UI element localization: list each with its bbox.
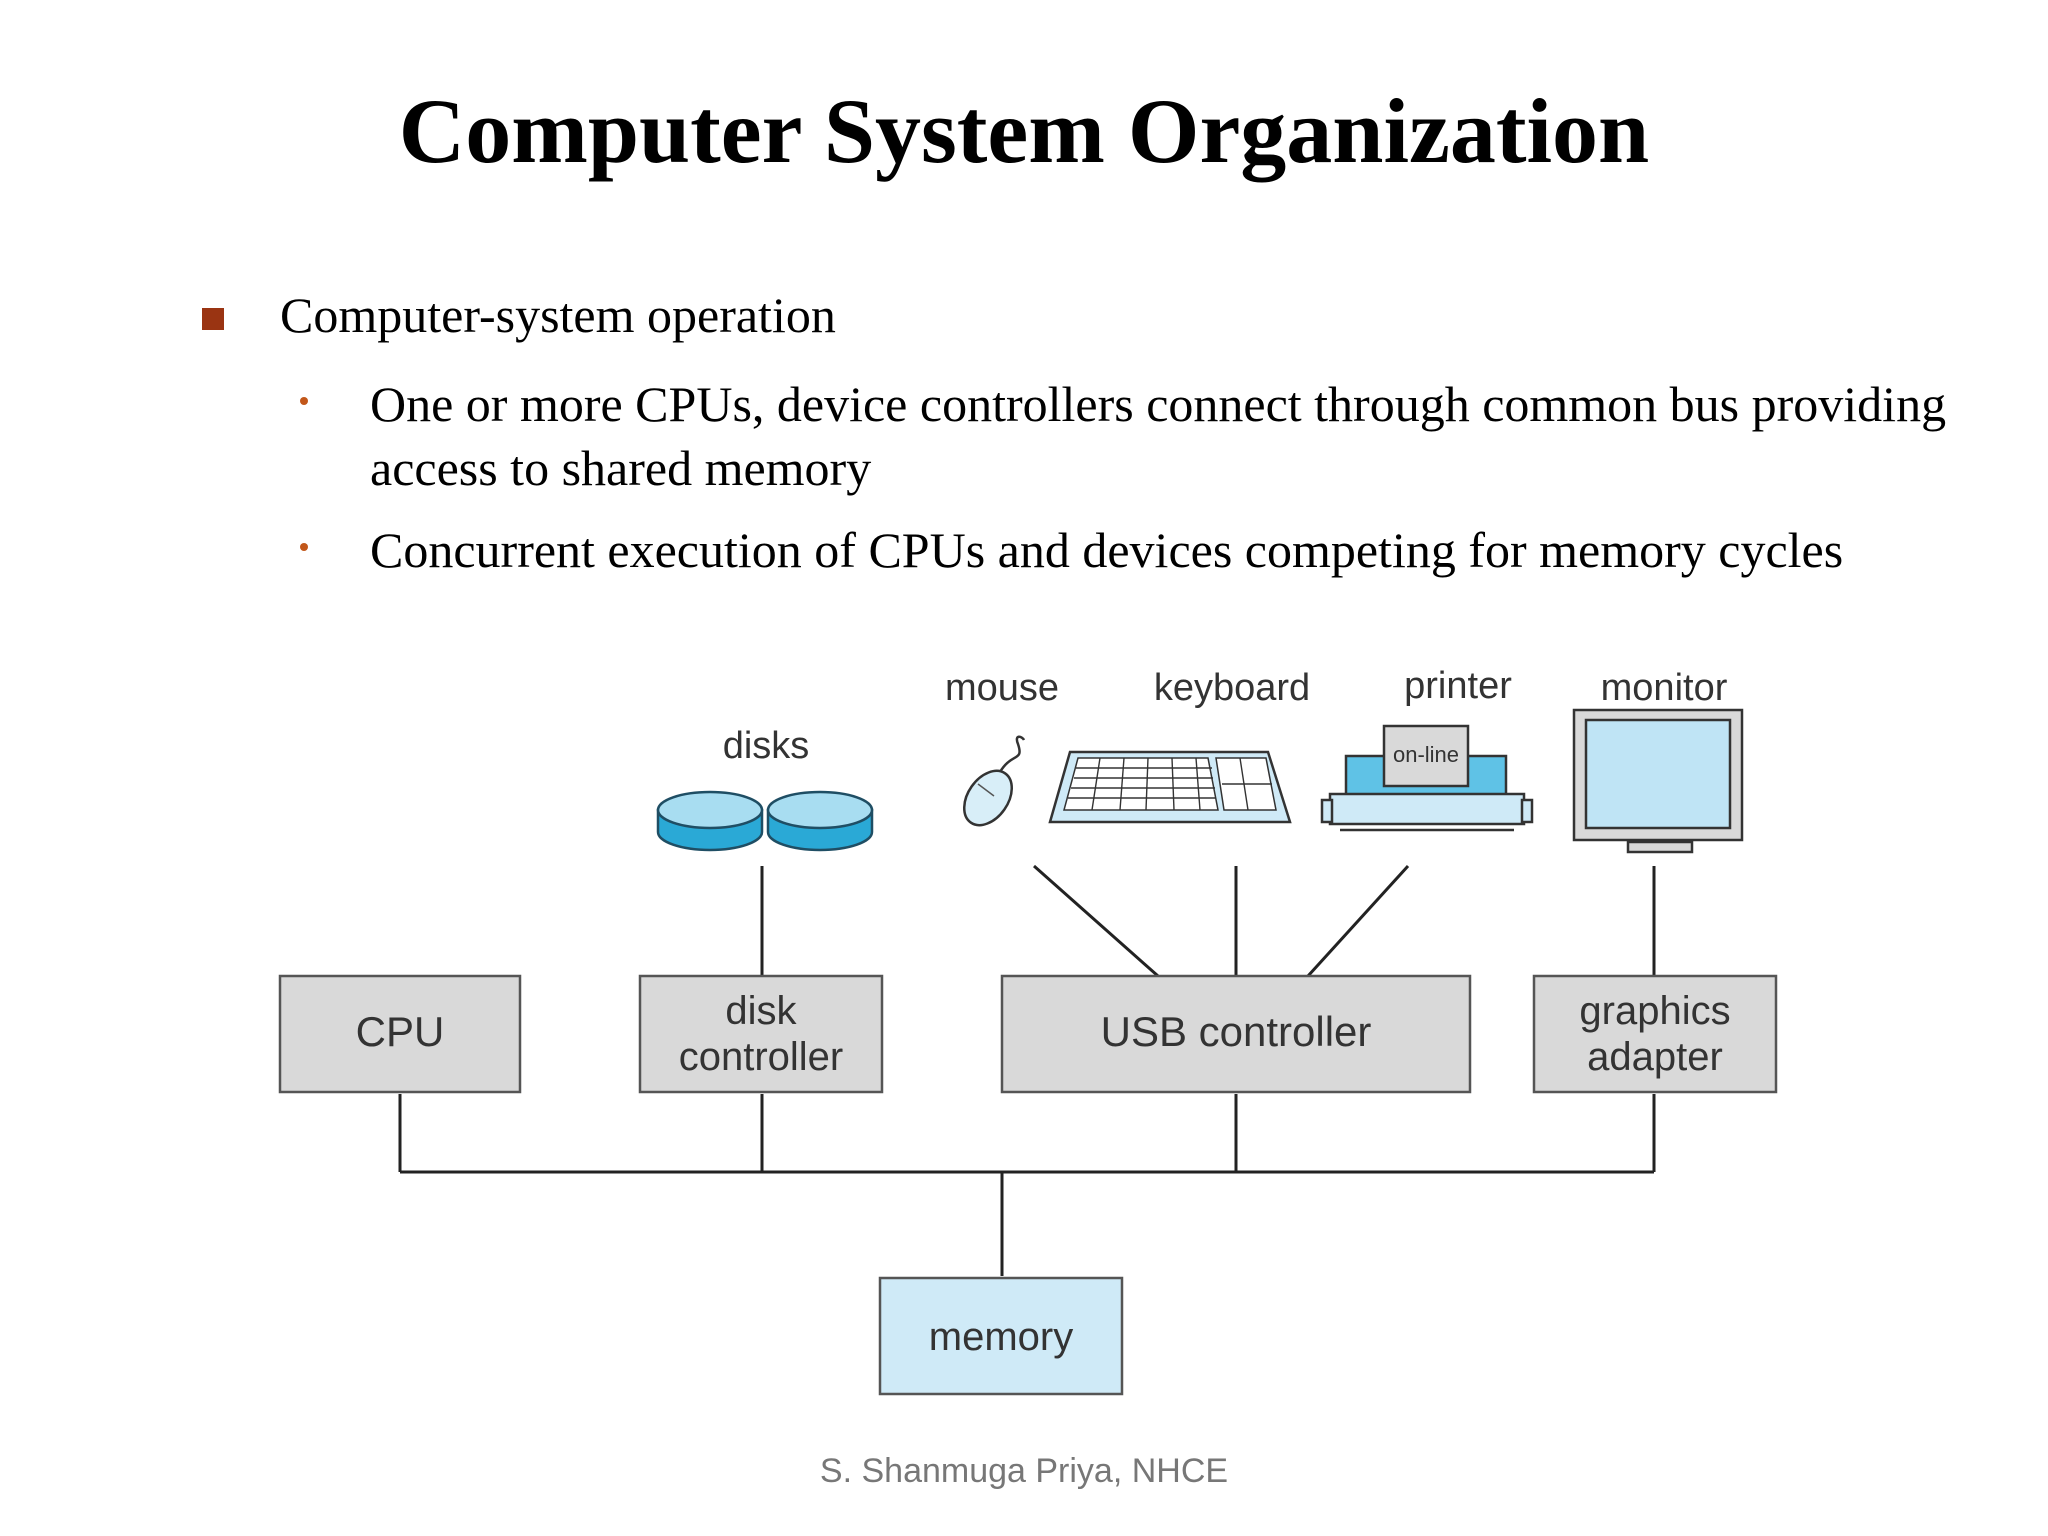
sub-bullet-text: Concurrent execution of CPUs and devices… — [370, 522, 1844, 578]
slide-title: Computer System Organization — [398, 80, 1650, 182]
graphics-adapter-label-line1: graphics — [1579, 989, 1730, 1033]
disk-controller-label-line2: controller — [679, 1035, 844, 1079]
footer-credit: S. Shanmuga Priya, NHCE — [819, 1452, 1229, 1490]
dot-bullet-icon — [300, 543, 308, 551]
cpu-box: CPU — [278, 974, 522, 1094]
printer-icon: on-line — [1320, 724, 1534, 832]
disk-controller-box: disk controller — [638, 974, 884, 1094]
sub-bullet-text: One or more CPUs, device controllers con… — [370, 376, 1947, 496]
graphics-adapter-box: graphics adapter — [1532, 974, 1778, 1094]
monitor-label: monitor — [1601, 667, 1728, 709]
graphics-adapter-label-line2: adapter — [1587, 1035, 1723, 1079]
keyboard-icon — [1048, 750, 1292, 824]
monitor-icon — [1572, 708, 1744, 854]
disk-controller-label-line1: disk — [725, 989, 797, 1033]
printer-label: printer — [1404, 665, 1512, 707]
disks-label: disks — [723, 725, 810, 767]
printer-panel-label: on-line — [1393, 742, 1459, 767]
main-bullet-text: Computer-system operation — [280, 287, 836, 343]
dot-bullet-icon — [300, 397, 308, 405]
disks-icon — [656, 790, 874, 852]
memory-label: memory — [929, 1315, 1073, 1359]
square-bullet-icon — [202, 308, 224, 330]
cpu-label: CPU — [356, 1008, 445, 1055]
keyboard-label: keyboard — [1154, 667, 1310, 709]
usb-controller-box: USB controller — [1000, 974, 1472, 1094]
bus-lines — [398, 864, 1656, 1276]
mouse-icon — [962, 735, 1026, 827]
usb-controller-label: USB controller — [1101, 1008, 1372, 1055]
memory-box: memory — [878, 1276, 1124, 1396]
mouse-label: mouse — [945, 667, 1059, 709]
